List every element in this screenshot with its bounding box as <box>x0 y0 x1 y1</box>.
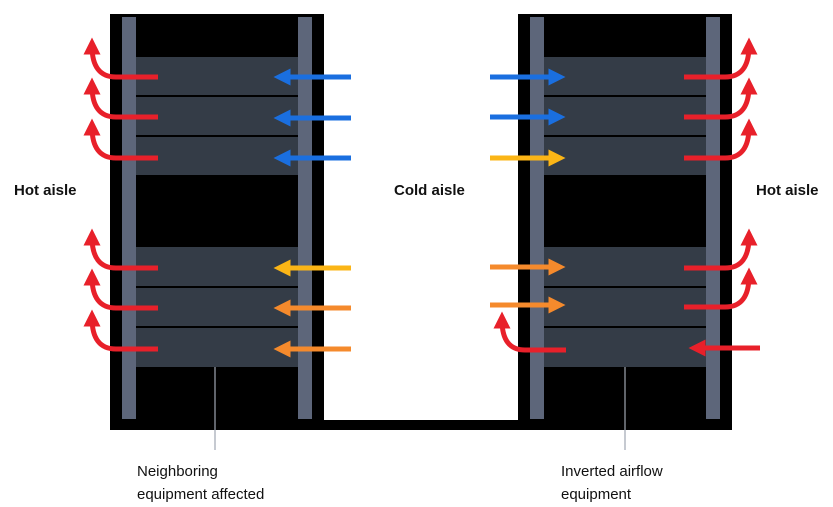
floor-bar <box>110 420 732 430</box>
right-inverted-exhaust-arrow <box>493 311 566 353</box>
right-server-2 <box>544 97 706 135</box>
left-exhaust-arrow-3 <box>83 118 158 161</box>
left-server-5 <box>136 288 298 326</box>
right-rack-caption-line2: equipment <box>561 486 632 503</box>
left-exhaust-arrow-1 <box>83 37 158 80</box>
left-server-2 <box>136 97 298 135</box>
left-rack-caption-line1: Neighboring <box>137 463 218 480</box>
left-exhaust-arrow-2 <box>83 77 158 120</box>
right-exhaust-arrow-5 <box>684 267 758 310</box>
hot-aisle-right-label: Hot aisle <box>756 182 819 199</box>
right-intake-arrows <box>490 68 566 314</box>
right-exhaust-arrows <box>684 37 758 310</box>
left-exhaust-arrows <box>83 37 158 352</box>
right-server-5 <box>544 288 706 326</box>
left-exhaust-arrow-5 <box>83 268 158 311</box>
cold-aisle-label: Cold aisle <box>394 182 465 199</box>
left-exhaust-arrow-6 <box>83 309 158 352</box>
right-server-6 <box>544 328 706 367</box>
hot-aisle-left-label: Hot aisle <box>14 182 77 199</box>
left-rack-caption: Neighboring equipment affected <box>137 460 264 506</box>
left-server-4 <box>136 247 298 286</box>
right-server-3 <box>544 137 706 175</box>
left-rack-caption-line2: equipment affected <box>137 486 265 503</box>
left-exhaust-arrow-4 <box>83 228 158 271</box>
right-exhaust-arrow-2 <box>684 77 758 120</box>
left-intake-arrows <box>273 68 351 358</box>
left-server-1 <box>136 57 298 95</box>
right-rack-caption-line1: Inverted airflow <box>561 463 663 480</box>
right-exhaust-arrow-4 <box>684 228 758 271</box>
left-server-6 <box>136 328 298 367</box>
right-server-1 <box>544 57 706 95</box>
left-server-3 <box>136 137 298 175</box>
right-exhaust-arrow-1 <box>684 37 758 80</box>
right-server-4 <box>544 247 706 286</box>
right-exhaust-arrow-3 <box>684 118 758 161</box>
right-rack-caption: Inverted airflow equipment <box>561 460 663 506</box>
